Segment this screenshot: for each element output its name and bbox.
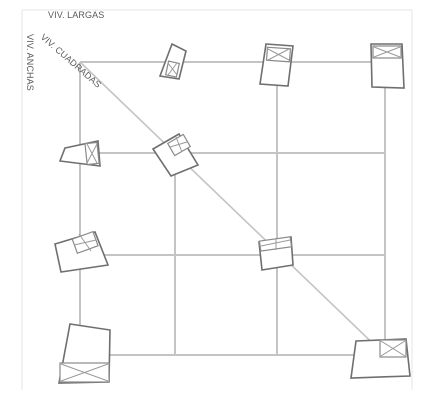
house-row1-col4: [370, 43, 405, 89]
house-row2-col2: [151, 132, 200, 177]
house-row1-col2: [158, 42, 187, 80]
house-row3-col3: [258, 236, 294, 271]
house-row3-col1: [54, 230, 110, 273]
label-viv-cuadradas: VIV. CUADRADAS: [39, 32, 103, 90]
house-row1-col3: [259, 43, 294, 87]
label-viv-anchas: VIV. ANCHAS: [25, 34, 35, 91]
house-row4-col1: [58, 323, 111, 384]
frame: [21, 9, 413, 390]
label-viv-largas: VIV. LARGAS: [48, 10, 104, 20]
house-row2-col1: [58, 140, 101, 167]
grid: [79, 61, 386, 356]
diagonal-line: [79, 61, 386, 356]
house-row4-col4: [350, 338, 411, 379]
